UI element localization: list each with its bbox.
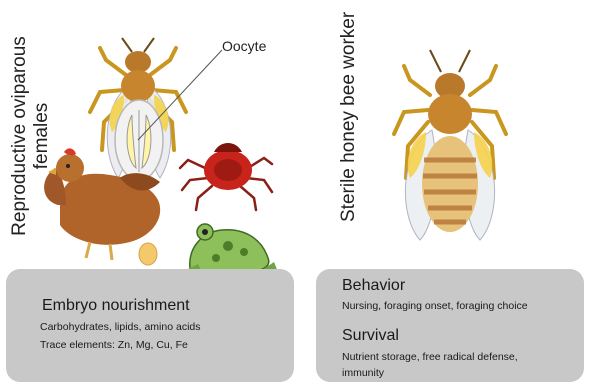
trace-elements-line: Trace elements: Zn, Mg, Cu, Fe [40, 339, 188, 351]
nutrients-line: Carbohydrates, lipids, amino acids [40, 321, 201, 333]
behavior-heading: Behavior [342, 277, 405, 295]
tick-icon [180, 143, 272, 210]
embryo-nourishment-card: Embryo nourishment Carbohydrates, lipids… [6, 269, 294, 382]
survival-line1: Nutrient storage, free radical defense, [342, 351, 518, 363]
survival-line2: immunity [342, 367, 384, 379]
frog-icon [186, 224, 278, 272]
queen-bee-icon [90, 38, 222, 180]
worker-bee-icon [394, 50, 506, 240]
worker-functions-card: Behavior Nursing, foraging onset, foragi… [316, 269, 584, 382]
behavior-line: Nursing, foraging onset, foraging choice [342, 300, 528, 312]
embryo-nourishment-heading: Embryo nourishment [42, 297, 190, 315]
egg-icon [139, 243, 157, 265]
oocyte-label: Oocyte [222, 38, 266, 54]
survival-heading: Survival [342, 327, 399, 345]
